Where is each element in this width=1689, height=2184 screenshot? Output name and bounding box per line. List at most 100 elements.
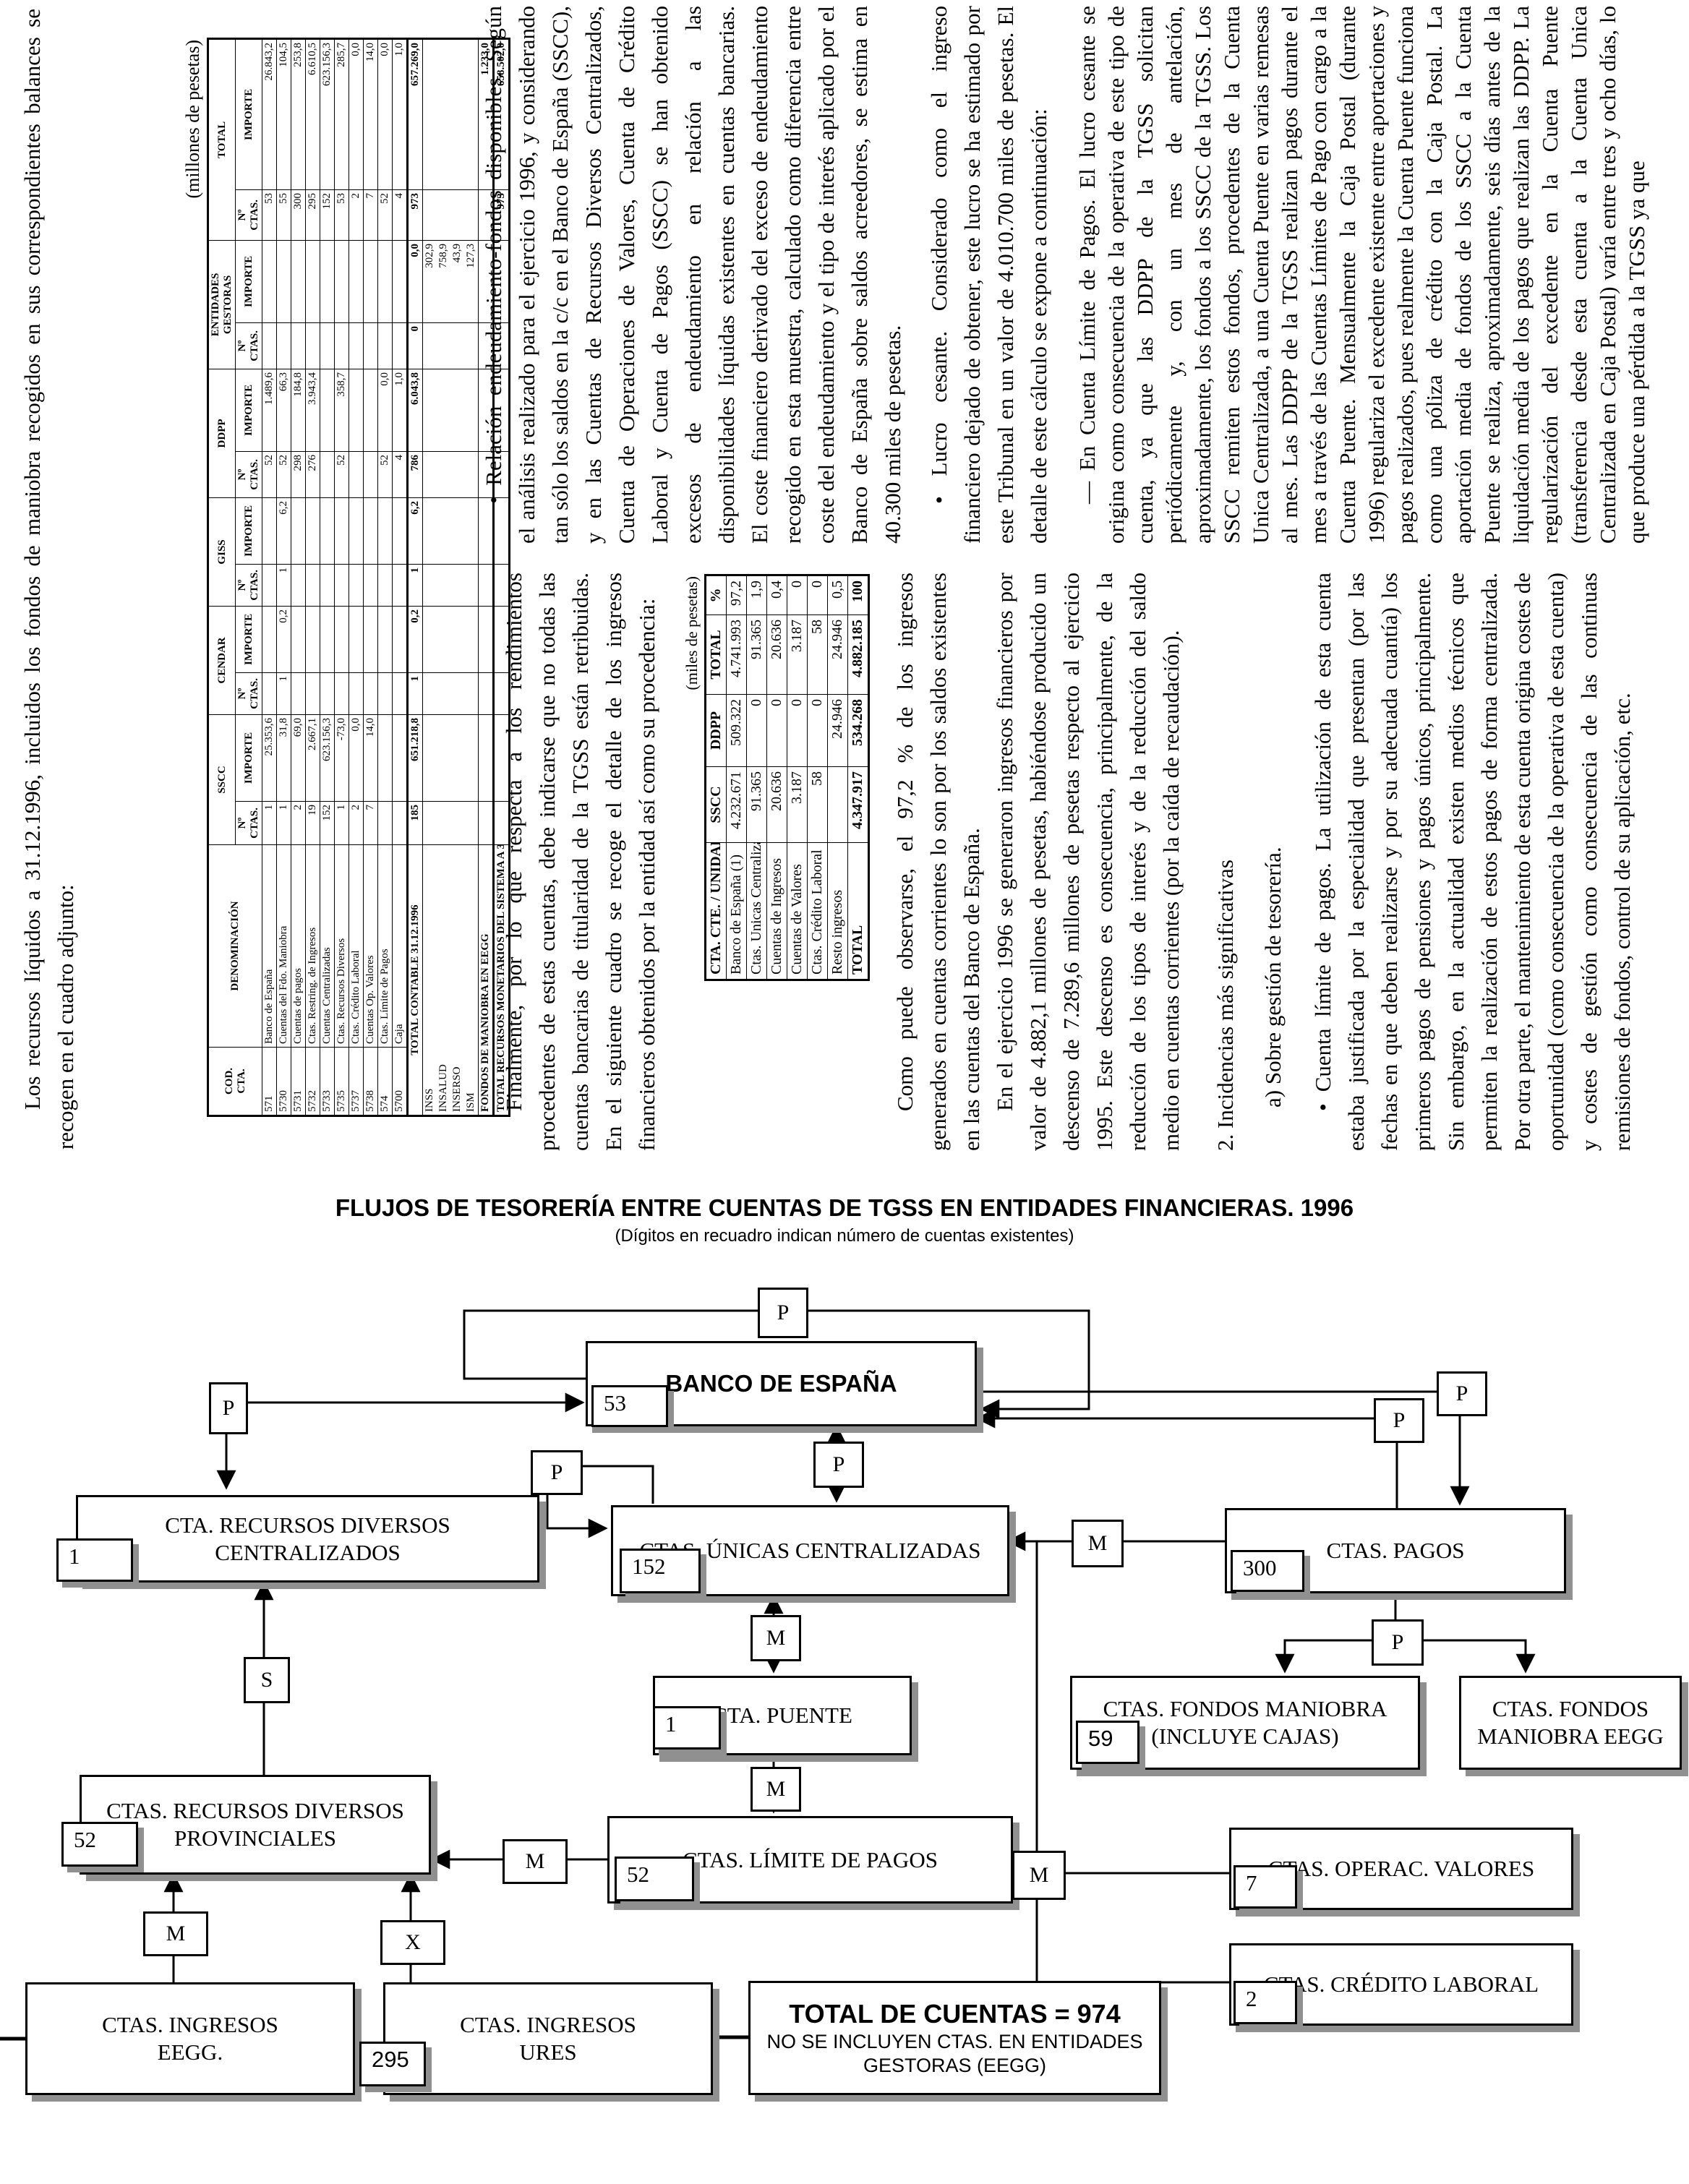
table1-cell-value <box>320 606 335 673</box>
table2-total-cell: 4.347.917 <box>847 766 869 843</box>
table2-total-cell: 100 <box>847 575 869 615</box>
box-recursos-diversos-provinciales: CTAS. RECURSOS DIVERSOS PROVINCIALES <box>80 1775 431 1875</box>
table2-header: % <box>705 575 727 615</box>
table2-total-cell: 534.268 <box>847 694 869 767</box>
table1-eegg-value <box>450 451 464 498</box>
table1-eegg-value <box>464 801 479 845</box>
table1-eegg-value <box>437 497 450 565</box>
box-ctas-ingresos-eegg: CTAS. INGRESOS EEGG. <box>25 1982 355 2095</box>
table2-cell: 24.946 <box>827 694 848 767</box>
table2-cell: Cuentas de Ingresos <box>766 842 787 980</box>
table1-eegg-value <box>422 322 437 369</box>
table1-eegg-value <box>422 369 437 452</box>
table1-cell-denominacion: Cuentas del Fdo. Maniobra <box>276 844 291 1048</box>
periodicity-m-pagos-unicas: M <box>1072 1520 1124 1567</box>
table1-cell-value: 7 <box>363 189 378 241</box>
table1-cell-value <box>334 606 349 673</box>
table1-cell-value: 358,7 <box>334 369 349 452</box>
table1-cell-value: 7 <box>363 801 378 845</box>
table1-cell-denominacion: Caja <box>392 844 408 1048</box>
table1-eegg-label: INSALUD <box>437 844 450 1116</box>
table1-fondos-value <box>478 801 494 845</box>
table1-eegg-value <box>437 322 450 369</box>
badge-ures-295: 295 <box>359 2042 426 2086</box>
table1-cell-value: 52 <box>377 451 393 498</box>
table1-cell-cod: 571 <box>262 1047 277 1116</box>
periodicity-m-eegg-prov: M <box>143 1911 208 1956</box>
table1-cell-value: 104,5 <box>276 38 291 190</box>
table1-eegg-label: INSERSO <box>450 844 464 1116</box>
table1-cell-value <box>349 451 364 498</box>
table1-header-group: ENTIDADES GESTORAS <box>208 240 236 369</box>
diagram-subtitle: (Dígitos en recuadro indican número de c… <box>615 1226 1074 1246</box>
table1-cell-denominacion: Ctas. Recursos Diversos <box>334 844 349 1048</box>
table1-cell-denominacion: Cuentas Centralizadas <box>320 844 335 1048</box>
table1-cell-value <box>291 564 306 607</box>
paragraph-en-cuenta: — En Cuenta Límite de Pagos. El lucro ce… <box>1074 6 1649 544</box>
table1-cell-value: 1 <box>334 801 349 845</box>
table2-cell: 0 <box>766 694 787 767</box>
table2-cell: 0 <box>807 694 828 767</box>
table1-cell-cod: 5733 <box>320 1047 335 1116</box>
table1-cell-value: 6.610,5 <box>305 38 320 190</box>
table1-eegg-value <box>464 497 479 565</box>
table1-cell-denominacion: Ctas. Restring. de Ingresos <box>305 844 320 1048</box>
table1-eegg-value <box>464 606 479 673</box>
table1-eegg-value <box>422 564 437 607</box>
table1-cell-value: 4 <box>392 189 408 241</box>
table1-eegg-value <box>437 714 450 802</box>
box-ctas-ingresos-ures: CTAS. INGRESOS URES <box>383 1982 713 2095</box>
table1-cell-value <box>305 240 320 323</box>
table1-eegg-value <box>437 564 450 607</box>
table1-cell-value: -73,0 <box>334 714 349 802</box>
table1-cell-value: 152 <box>320 189 335 241</box>
table1-eegg-value: 43,9 <box>450 240 464 323</box>
table1-subheader: Nº CTAS. <box>235 451 262 498</box>
table1-cell-value: 276 <box>305 451 320 498</box>
diagram-title: FLUJOS DE TESORERÍA ENTRE CUENTAS DE TGS… <box>335 1194 1354 1221</box>
table1-cell-value: 2 <box>349 801 364 845</box>
table1-cell-value <box>334 322 349 369</box>
table1-cell-value <box>305 672 320 715</box>
treasury-flow-diagram: FLUJOS DE TESORERÍA ENTRE CUENTAS DE TGS… <box>0 1157 1689 2184</box>
table2-cell: 58 <box>807 766 828 843</box>
table1-cell-value <box>334 564 349 607</box>
table1-eegg-value <box>437 801 450 845</box>
table1-cell-value: 623.156,3 <box>320 38 335 190</box>
table1-eegg-value <box>450 606 464 673</box>
table1-total-value: 0 <box>407 322 423 369</box>
periodicity-m-unicas-puente: M <box>751 1615 801 1661</box>
table1-cell-denominacion: Ctas. Límite de Pagos <box>377 844 393 1048</box>
table1-cell-denominacion: Ctas. Crédito Laboral <box>349 844 364 1048</box>
periodicity-m-puente-limite: M <box>751 1767 801 1812</box>
table1-cell-value <box>262 322 277 369</box>
box-ctas-fondos-maniobra-label: CTAS. FONDOS MANIOBRA (INCLUYE CAJAS) <box>1103 1696 1387 1749</box>
table1-cell-value <box>363 369 378 452</box>
periodicity-s-prov-crdc: S <box>244 1657 290 1703</box>
table1-eegg-value <box>450 497 464 565</box>
table1-cell-value: 4 <box>392 451 408 498</box>
table1-subheader: IMPORTE <box>235 714 262 802</box>
table1-cell-value: 31,8 <box>276 714 291 802</box>
table1-total-value: 657.269,0 <box>407 38 423 190</box>
table1-cell-value: 298 <box>291 451 306 498</box>
table1-cell-value: 2 <box>291 801 306 845</box>
heading-incidencias: 2. Incidencias más significativas <box>1213 860 1238 1151</box>
table2-total-cell: TOTAL <box>847 842 869 980</box>
landscape-left-column: Finalmente, por lo que respecta a los re… <box>497 573 1689 1151</box>
table1-cell-value <box>320 564 335 607</box>
periodicity-p-pagos-split: P <box>1372 1619 1424 1666</box>
box-ctas-credito-laboral-label: CTAS. CRÉDITO LABORAL <box>1263 1971 1539 1997</box>
periodicity-p-pagos-banco: P <box>1374 1398 1424 1443</box>
table1-cell-value: 1,0 <box>392 38 408 190</box>
table1-cell-value <box>305 322 320 369</box>
table1-cell-value <box>334 240 349 323</box>
badge-limite-52: 52 <box>615 1857 694 1901</box>
table1-eegg-value <box>437 189 450 241</box>
